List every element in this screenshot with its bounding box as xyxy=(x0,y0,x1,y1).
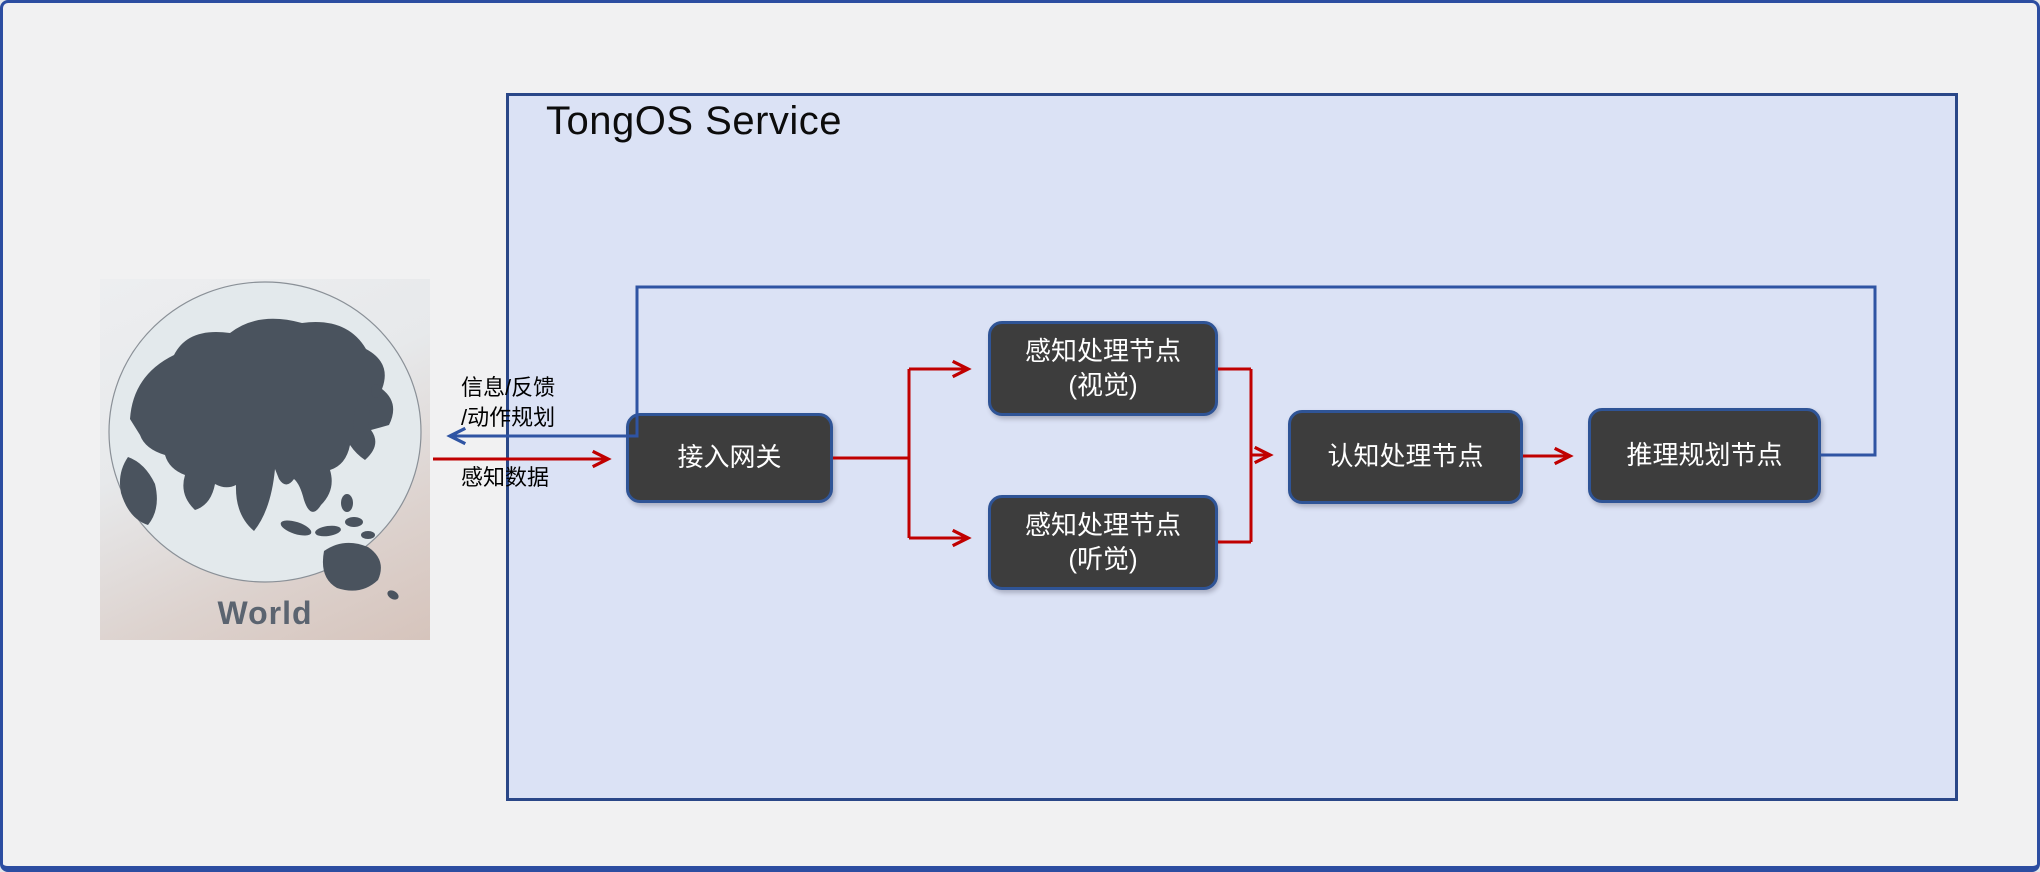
service-title: TongOS Service xyxy=(546,99,843,143)
label-sense-data: 感知数据 xyxy=(461,465,550,490)
node-hearing-line2: (听觉) xyxy=(1068,543,1138,574)
node-gateway-label: 接入网关 xyxy=(677,442,782,473)
node-vision-line2: (视觉) xyxy=(1068,369,1138,400)
node-gateway: 接入网关 xyxy=(626,413,833,503)
landmass-africa-edge xyxy=(119,457,157,525)
node-cognition-label: 认知处理节点 xyxy=(1327,441,1484,472)
label-feedback-line1: 信息/反馈 xyxy=(461,375,556,400)
node-perception-vision: 感知处理节点 (视觉) xyxy=(988,321,1218,416)
label-feedback: 信息/反馈 /动作规划 xyxy=(461,373,555,432)
world-image: World xyxy=(100,279,430,640)
node-cognition: 认知处理节点 xyxy=(1288,410,1523,504)
landmass-australia xyxy=(322,542,381,591)
label-feedback-line2: /动作规划 xyxy=(461,404,556,430)
landmass-eurasia xyxy=(130,318,394,531)
node-perception-hearing: 感知处理节点 (听觉) xyxy=(988,495,1218,590)
world-caption: World xyxy=(217,595,313,631)
node-hearing-line1: 感知处理节点 xyxy=(1024,510,1181,541)
node-reasoning: 推理规划节点 xyxy=(1588,408,1821,503)
node-vision-line1: 感知处理节点 xyxy=(1024,336,1181,367)
landmass-japan xyxy=(353,397,370,433)
globe-illustration xyxy=(108,281,422,600)
node-reasoning-label: 推理规划节点 xyxy=(1626,439,1783,470)
